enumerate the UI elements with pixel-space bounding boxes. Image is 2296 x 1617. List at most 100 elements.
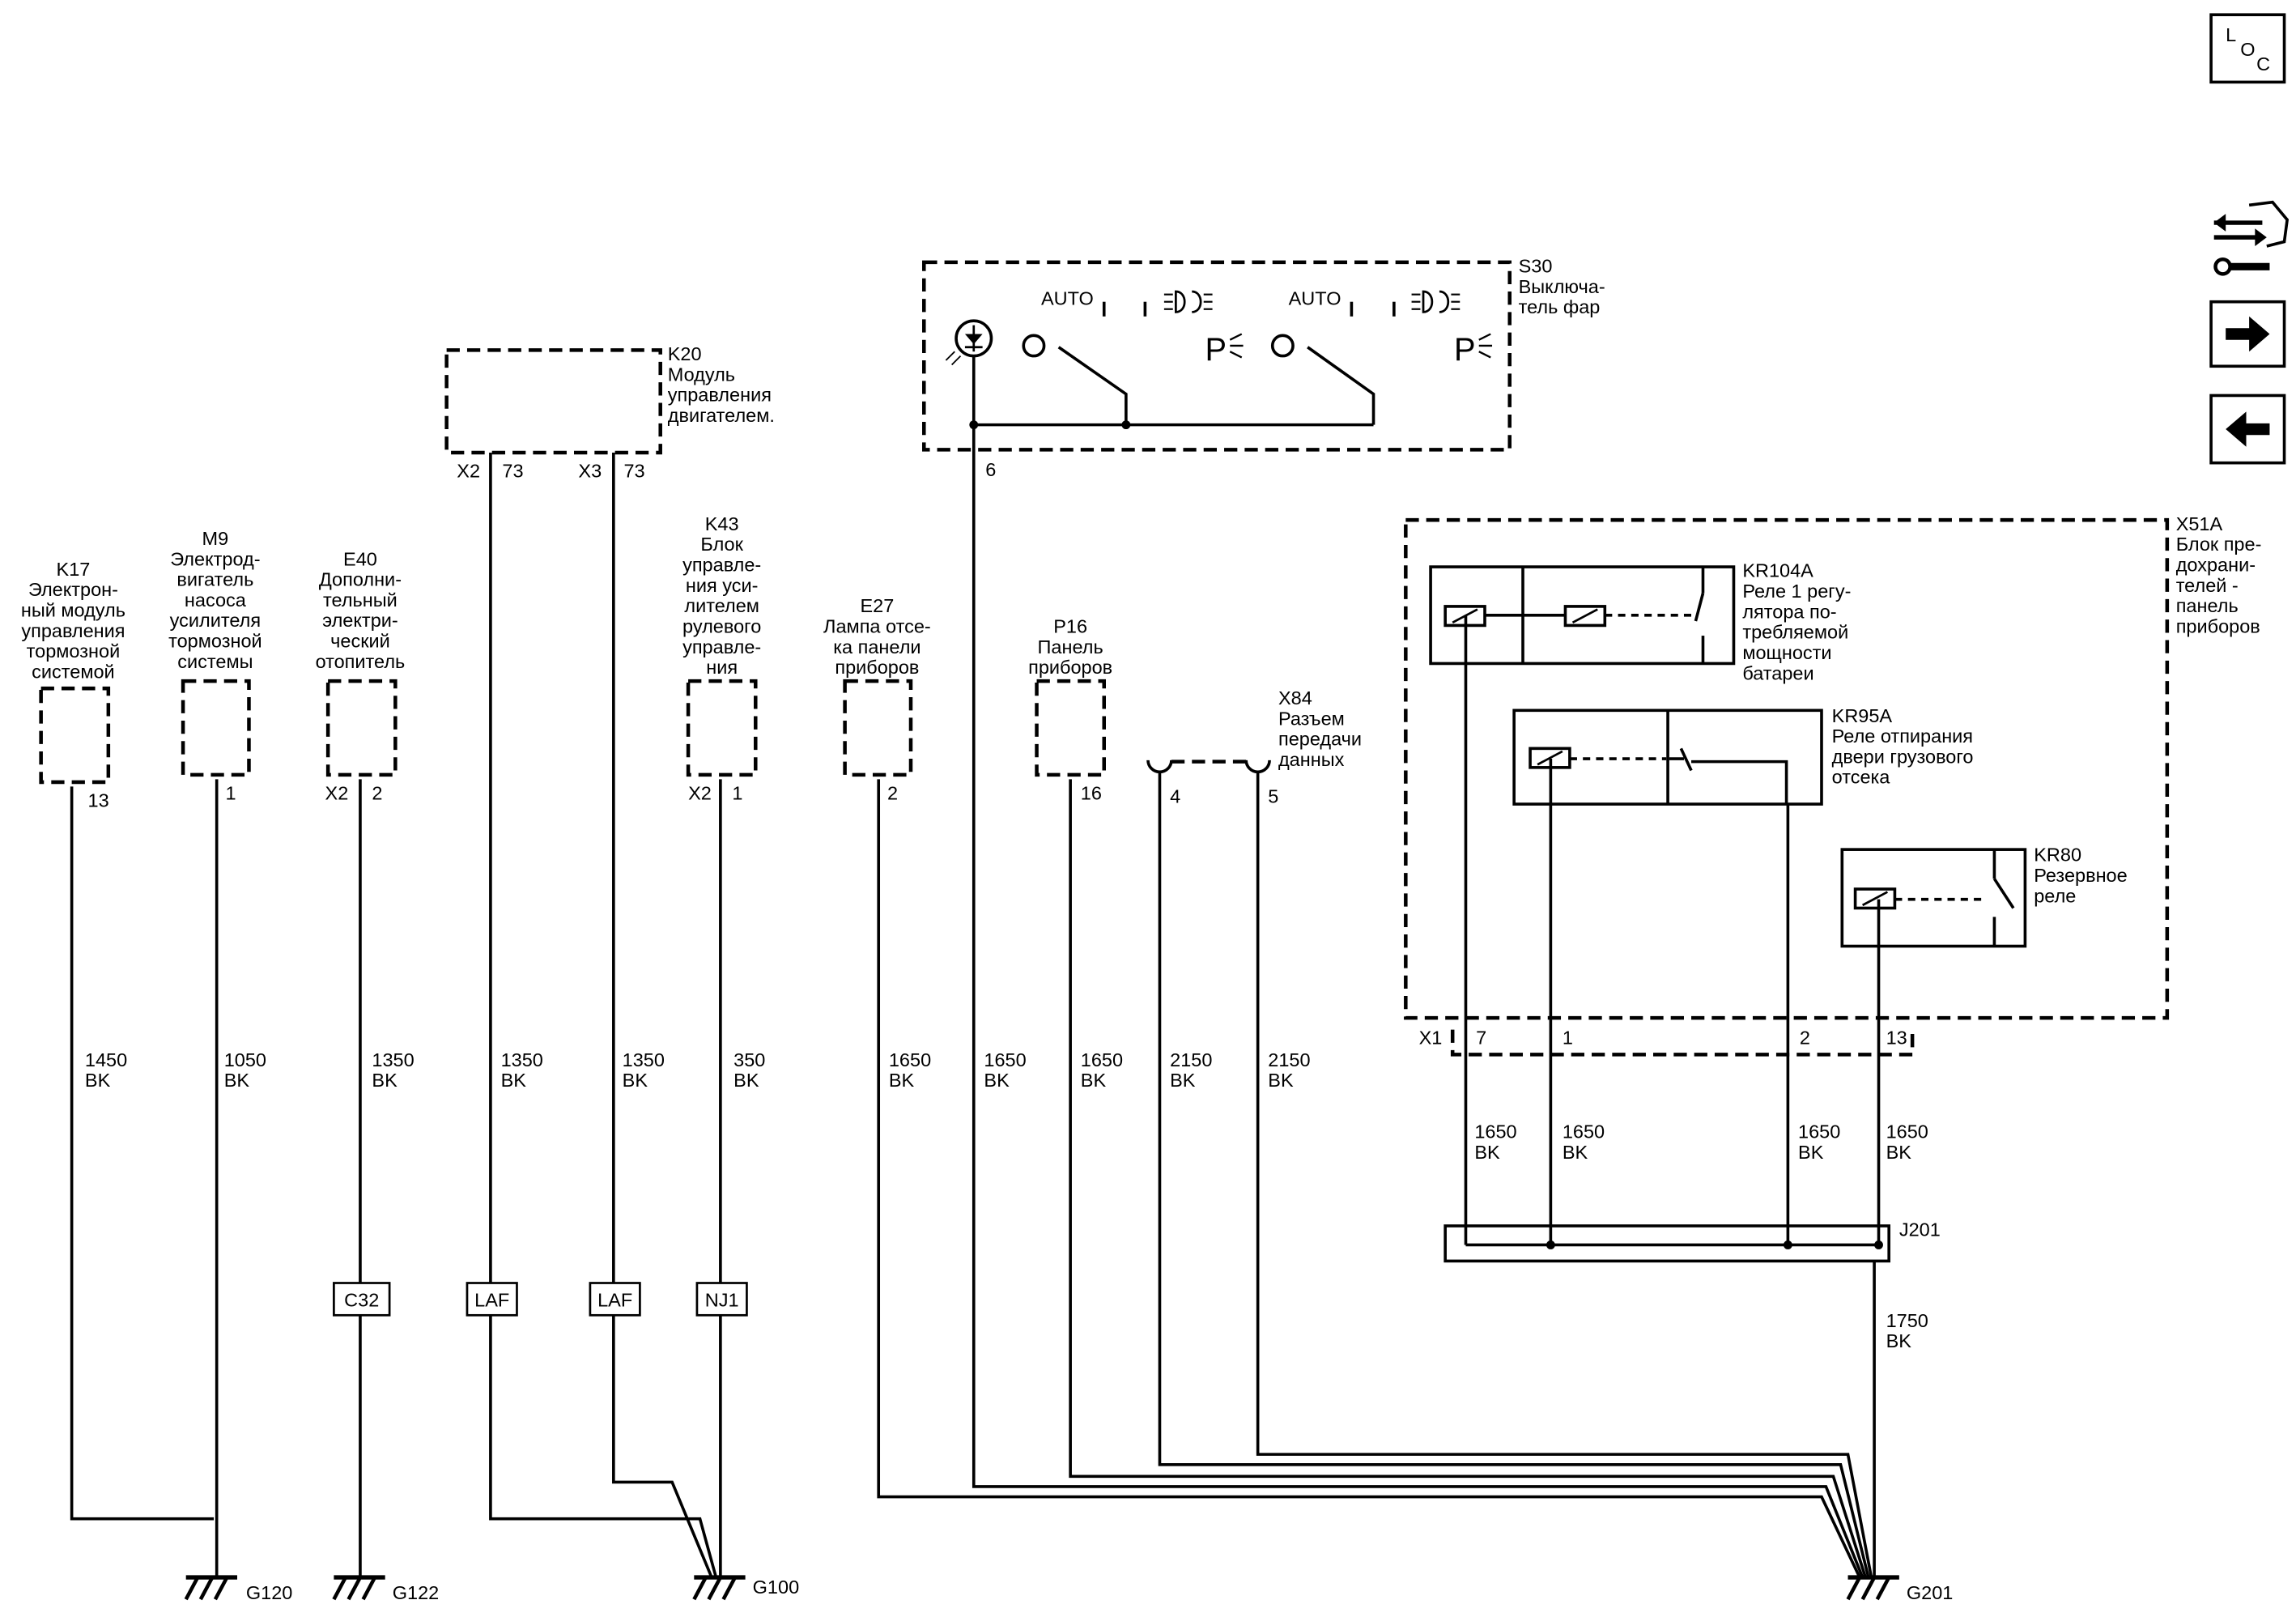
s30-id: S30: [1519, 256, 1553, 277]
k43-desc-line: лителем: [684, 595, 759, 616]
k43-desc-line: ния уси-: [686, 575, 759, 596]
kr95a-desc-line: двери грузового: [1832, 746, 1974, 767]
wire-color-label: BK: [623, 1070, 648, 1091]
wire-p16: [1069, 779, 1867, 1578]
wire-runs: [70, 424, 1881, 1578]
component-e40: E40 Дополни- тельный электри- ческий ото…: [316, 548, 406, 803]
e40-desc-line: ческий: [330, 631, 390, 652]
component-locator-icon[interactable]: [2213, 200, 2290, 276]
splice-j201: J201: [1444, 1219, 1941, 1263]
wire-circuit-label: 350: [733, 1049, 765, 1070]
m9-desc-line: тормозной: [168, 631, 262, 652]
wire-circuit-label: 1350: [372, 1049, 414, 1070]
ground-g201: G201: [1846, 1575, 1954, 1603]
e40-desc-line: тельный: [323, 589, 398, 611]
wire-color-label: BK: [1886, 1142, 1912, 1163]
wire-k20-x3: [612, 452, 713, 1578]
e40-pin: 2: [372, 783, 382, 804]
headlamp-icon: [1163, 290, 1213, 313]
wire-circuit-label: 2150: [1170, 1049, 1212, 1070]
e40-id: E40: [343, 548, 377, 569]
k43-desc-line: рулевого: [682, 615, 761, 636]
k43-desc-line: ния: [706, 657, 738, 678]
k20-pin-2: 73: [623, 461, 644, 482]
x51a-connector: X1: [1419, 1028, 1443, 1049]
m9-pin: 1: [226, 783, 236, 804]
relay-kr95a: KR95A Реле отпирания двери грузового отс…: [1512, 705, 1974, 806]
s30-pin: 6: [985, 459, 996, 480]
inline-connector-laf-2: LAF: [589, 1282, 641, 1317]
k43-desc-line: управле-: [682, 554, 761, 575]
wire-s30: [972, 424, 1864, 1578]
wire-color-label: BK: [889, 1070, 915, 1091]
m9-desc-line: насоса: [185, 589, 247, 611]
k17-desc-line: ный модуль: [21, 600, 125, 621]
k43-desc-line: управле-: [682, 636, 761, 657]
wire-color-label: BK: [984, 1070, 1010, 1091]
loc-button[interactable]: L O C: [2209, 13, 2286, 84]
ground-label: G120: [246, 1582, 293, 1603]
wire-k20-x2: [489, 452, 718, 1578]
wire-color-label: BK: [1563, 1142, 1588, 1163]
next-page-button[interactable]: [2209, 300, 2286, 368]
wire-circuit-label: 1650: [984, 1049, 1026, 1070]
k43-pin: 1: [732, 783, 742, 804]
kr104a-desc-line: требляемой: [1742, 622, 1848, 643]
e40-connector: X2: [325, 783, 349, 804]
kr104a-desc-line: лятора по-: [1742, 601, 1836, 622]
x51a-pin-7: 7: [1476, 1028, 1486, 1049]
inline-connector-c32: C32: [333, 1282, 391, 1317]
x84-id: X84: [1278, 687, 1312, 709]
relay-kr80: KR80 Резервное реле: [1840, 845, 2128, 948]
ground-g122: G122: [332, 1575, 439, 1603]
parking-lamp-icon: [1478, 333, 1493, 359]
component-s30: S30 Выключа- тель фар AUTO AUTO: [922, 256, 1605, 480]
k17-desc-line: управления: [21, 620, 125, 641]
k20-desc-line: Модуль: [668, 364, 735, 385]
wire-labels: 1450 BK 1050 BK 1350 BK 1350 BK 1350 BK …: [85, 1049, 1928, 1351]
k17-desc-line: Электрон-: [28, 579, 118, 600]
nj1-label: NJ1: [705, 1289, 739, 1310]
k17-pin: 13: [88, 790, 109, 811]
wire-circuit-label: 1350: [501, 1049, 543, 1070]
x84-desc-line: данных: [1278, 749, 1345, 770]
wire-circuit-label: 1650: [1474, 1121, 1516, 1142]
kr95a-desc-line: отсека: [1832, 767, 1891, 788]
kr80-id: KR80: [2034, 845, 2081, 866]
wire-circuit-label: 1650: [1798, 1121, 1840, 1142]
ground-label: G201: [1907, 1582, 1954, 1603]
e27-id: E27: [860, 595, 894, 616]
k17-desc-line: тормозной: [27, 640, 121, 662]
kr104a-desc-line: мощности: [1742, 642, 1831, 663]
wire-color-label: BK: [1268, 1070, 1294, 1091]
loc-l-text: L: [2226, 24, 2236, 45]
component-k20: K20 Модуль управления двигателем. X2 73 …: [444, 343, 775, 482]
k43-id: K43: [705, 513, 739, 534]
component-e27: E27 Лампа отсе- ка панели приборов 2: [823, 595, 931, 804]
kr104a-id: KR104A: [1742, 560, 1813, 581]
m9-desc-line: Электрод-: [170, 548, 260, 569]
wire-k17: [70, 786, 215, 1521]
ground-g100: G100: [692, 1575, 799, 1601]
component-p16: P16 Панель приборов 16: [1028, 615, 1112, 803]
laf-label: LAF: [597, 1289, 632, 1310]
x51a-pin-1: 1: [1563, 1028, 1573, 1049]
x84-pin-1: 4: [1170, 785, 1180, 806]
component-m9: M9 Электрод- вигатель насоса усилителя т…: [168, 528, 262, 804]
wire-color-label: BK: [1474, 1142, 1500, 1163]
wire-circuit-label: 1650: [1886, 1121, 1928, 1142]
component-x51a: X51A Блок пре- дохрани- телей - панель п…: [1404, 513, 2262, 1057]
relay-coil-icon: [1853, 887, 1897, 910]
inline-connector-laf-1: LAF: [466, 1282, 518, 1317]
s30-desc-line: тель фар: [1519, 296, 1601, 317]
x51a-desc-line: Блок пре-: [2176, 534, 2262, 555]
wire-circuit-label: 1650: [1563, 1121, 1605, 1142]
c32-label: C32: [344, 1289, 379, 1310]
k20-connector-2: X3: [578, 461, 602, 482]
s30-desc-line: Выключа-: [1519, 276, 1605, 297]
prev-page-button[interactable]: [2209, 394, 2286, 465]
kr95a-id: KR95A: [1832, 705, 1893, 726]
wire-circuit-label: 1650: [889, 1049, 931, 1070]
wire-circuit-label: 1650: [1081, 1049, 1123, 1070]
k20-pin-1: 73: [502, 461, 523, 482]
